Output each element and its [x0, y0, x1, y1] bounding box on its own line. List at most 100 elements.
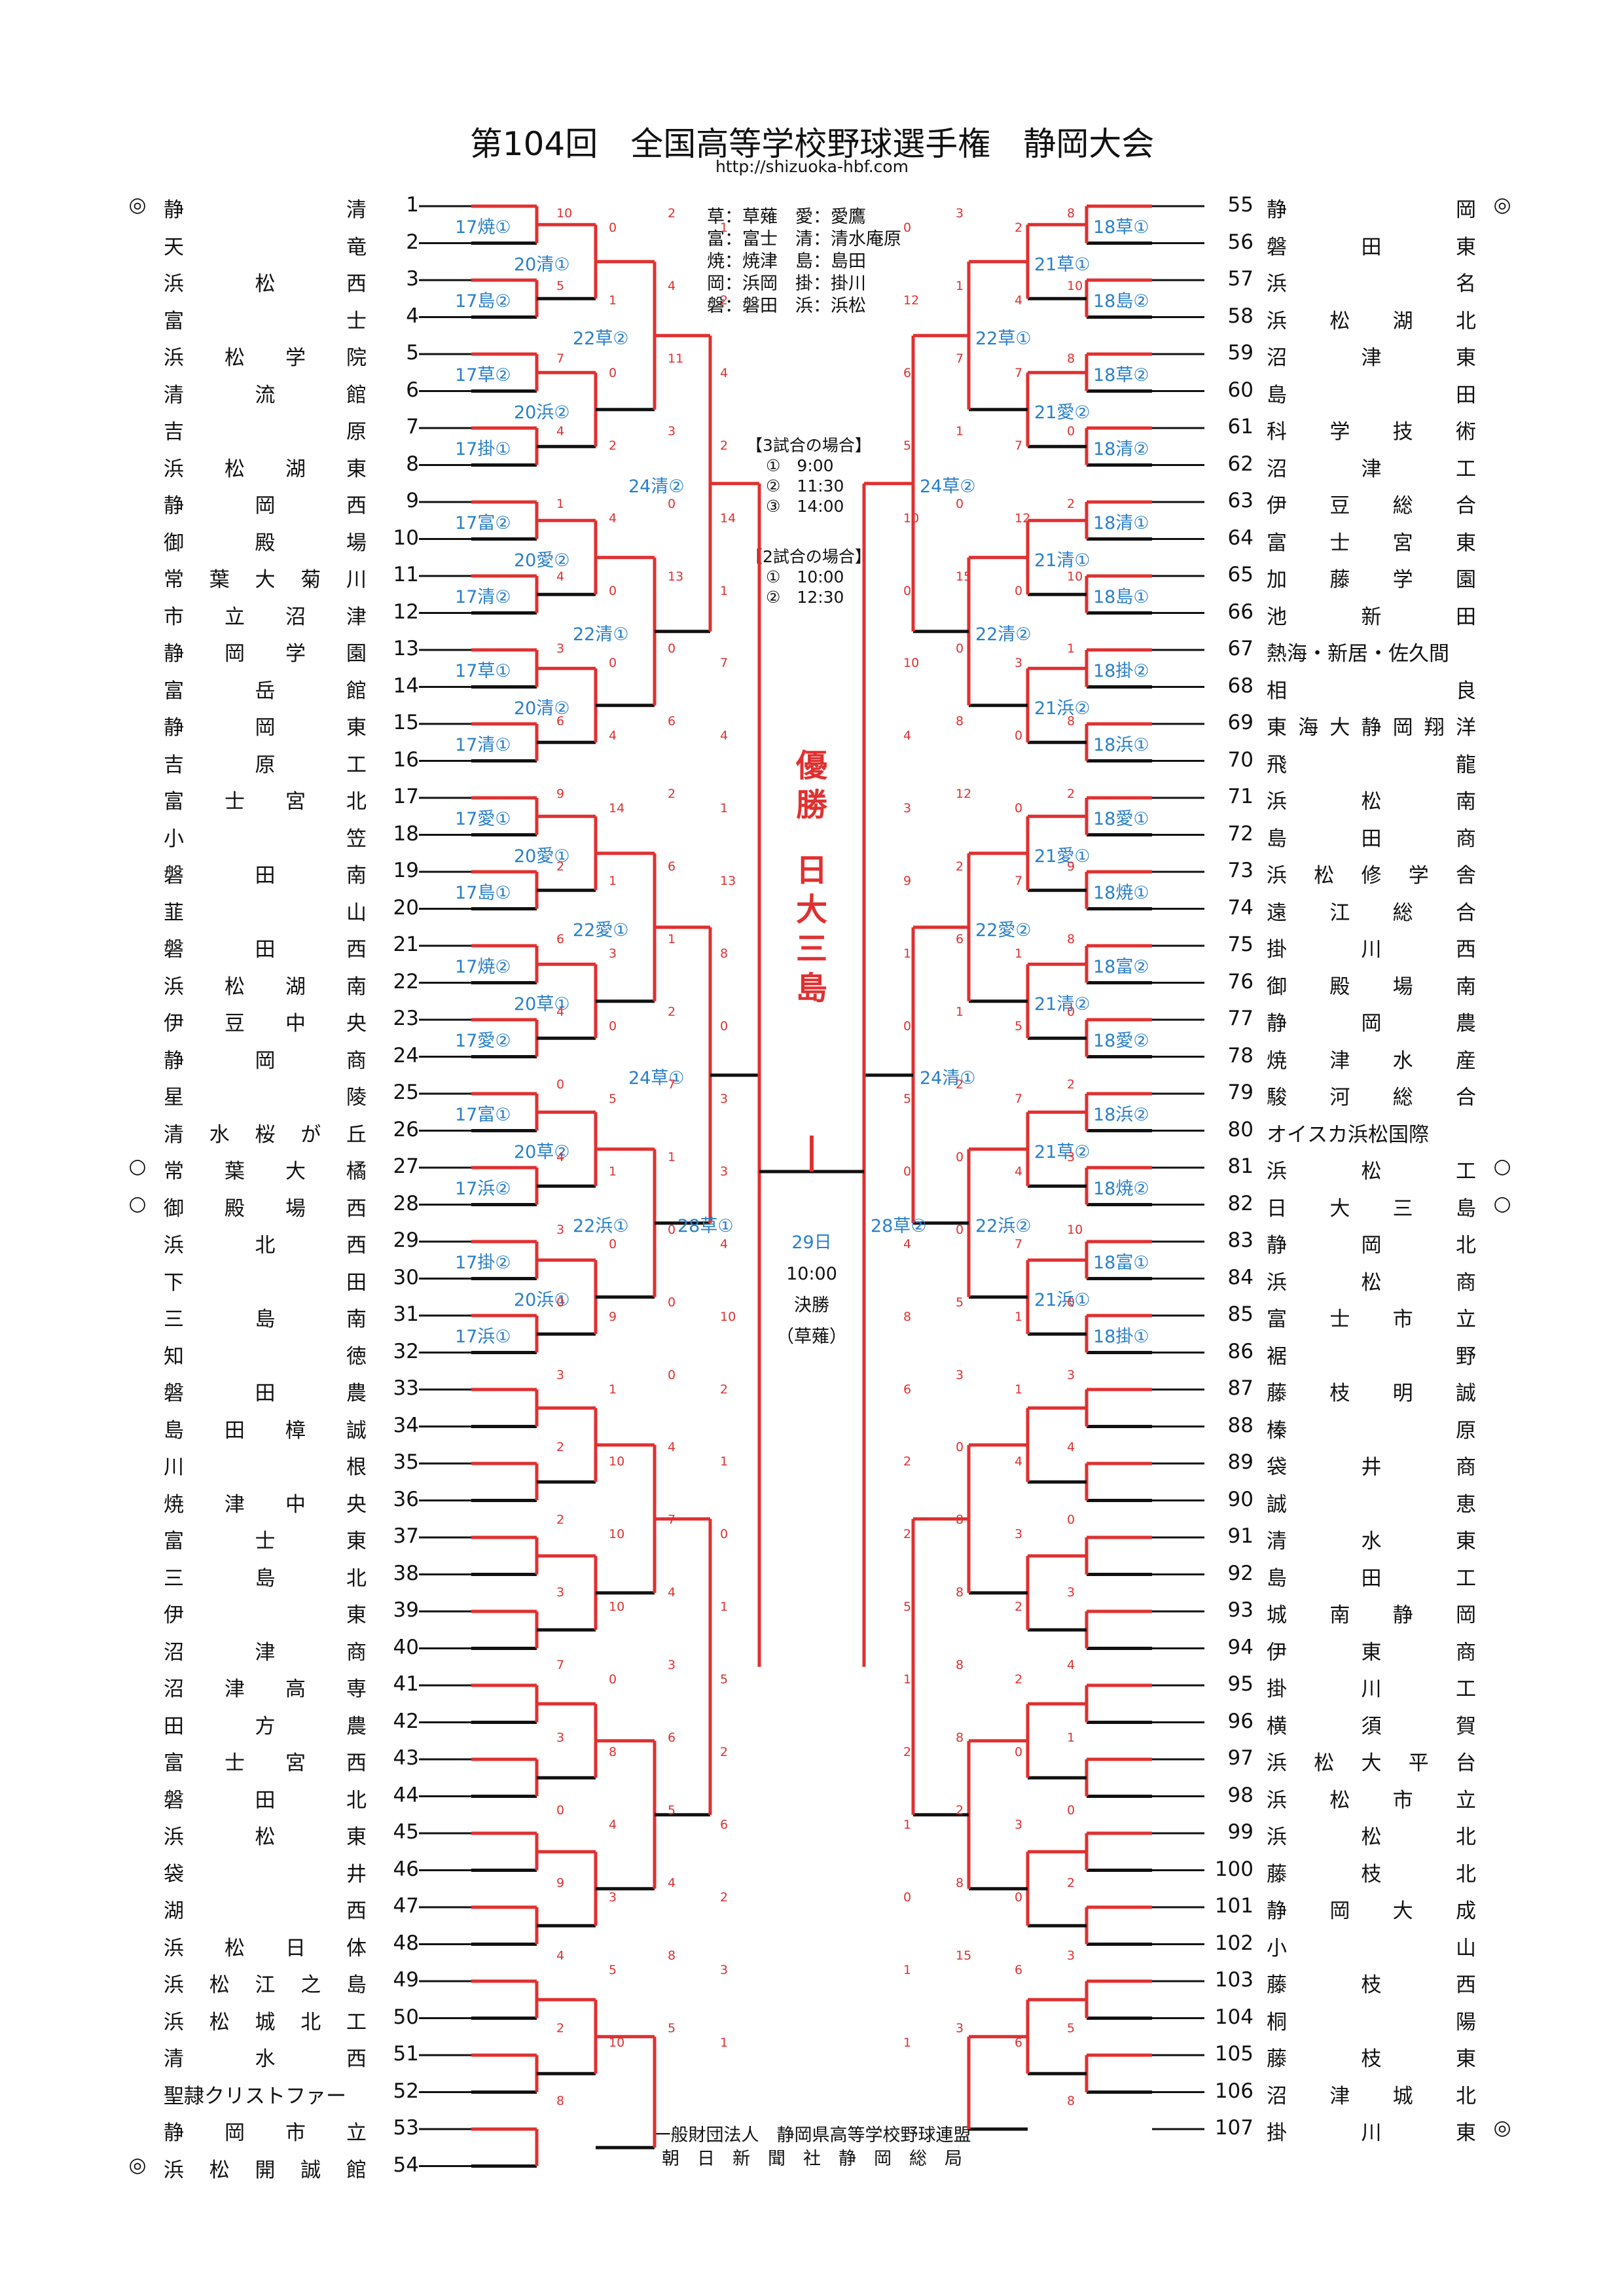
- team-name: 静清: [164, 198, 367, 222]
- score: 2: [556, 859, 565, 874]
- score: 6: [956, 932, 964, 947]
- team-name: 知徳: [164, 1344, 367, 1369]
- team-number: 52: [393, 2079, 419, 2103]
- score: 1: [720, 583, 729, 598]
- team-name: 三島北: [164, 1566, 367, 1590]
- match-label: 21愛①: [1034, 846, 1091, 867]
- team-number: 44: [393, 1783, 419, 1807]
- team-name: 御殿場: [164, 531, 367, 555]
- score: 5: [720, 1672, 729, 1687]
- seed-mark: ◎: [128, 193, 147, 217]
- score: 1: [903, 1962, 912, 1977]
- score: 10: [556, 206, 573, 221]
- team-number: 75: [1227, 933, 1254, 956]
- team-name: 榛原: [1267, 1418, 1476, 1443]
- team-number: 35: [393, 1450, 419, 1474]
- score: 1: [668, 932, 676, 947]
- team-name: 浜松湖東: [164, 457, 367, 481]
- score: 3: [1015, 1527, 1023, 1542]
- score: 0: [720, 1527, 729, 1542]
- score: 9: [556, 787, 565, 802]
- score: 2: [720, 1382, 729, 1397]
- champion-label: 優勝: [795, 747, 827, 823]
- score: 2: [720, 438, 729, 453]
- team-number: 92: [1227, 1561, 1254, 1585]
- team-name: 科学技術: [1267, 420, 1476, 444]
- team-number: 40: [393, 1635, 419, 1659]
- score: 4: [1015, 1454, 1023, 1469]
- score: 15: [956, 569, 972, 584]
- team-number: 93: [1227, 1598, 1254, 1622]
- score: 7: [668, 1077, 676, 1092]
- team-name: 下田: [164, 1270, 367, 1295]
- match-label: 18清②: [1093, 439, 1149, 460]
- score: 2: [903, 1527, 912, 1542]
- score: 2: [556, 1440, 565, 1455]
- team-number: 60: [1227, 378, 1254, 402]
- match-label: 17島②: [455, 291, 511, 312]
- team-number: 43: [393, 1746, 419, 1770]
- team-number: 76: [1227, 969, 1254, 994]
- score: 4: [668, 1875, 676, 1890]
- team-number: 16: [393, 747, 419, 772]
- score: 5: [1015, 1018, 1023, 1033]
- score: 1: [556, 496, 565, 511]
- score: 1: [903, 1817, 912, 1832]
- score: 1: [720, 2035, 729, 2050]
- team-name: 浜松修学舎: [1267, 864, 1476, 888]
- match-label: 24清①: [920, 1067, 976, 1088]
- score: 5: [903, 438, 912, 453]
- team-number: 70: [1227, 747, 1254, 772]
- score: 4: [720, 728, 729, 744]
- match-label: 17掛②: [455, 1253, 511, 1274]
- team-name: 島田工: [1267, 1566, 1476, 1590]
- team-number: 31: [393, 1302, 419, 1326]
- score: 1: [609, 874, 617, 889]
- team-number: 8: [406, 452, 419, 476]
- team-name: 焼津水産: [1267, 1049, 1476, 1073]
- team-number: 20: [393, 895, 419, 920]
- team-name: 裾野: [1267, 1344, 1476, 1369]
- score: 0: [556, 1295, 565, 1310]
- score: 0: [609, 1236, 617, 1251]
- seed-mark: ◎: [1493, 193, 1511, 217]
- team-name: 湖西: [164, 1899, 367, 1923]
- final-venue: （草薙）: [776, 1327, 847, 1347]
- team-name: 熱海・新居・佐久間: [1267, 642, 1449, 666]
- team-number: 29: [393, 1229, 419, 1252]
- match-label: 21草②: [1034, 1141, 1091, 1162]
- team-name: 富岳館: [164, 679, 367, 703]
- site-url[interactable]: http://shizuoka-hbf.com: [715, 157, 909, 176]
- match-label: 22愛①: [573, 920, 629, 941]
- score: 8: [956, 714, 964, 729]
- team-name: 磐田西: [164, 938, 367, 961]
- match-label: 18浜①: [1093, 735, 1149, 756]
- team-name: 沼津工: [1267, 457, 1476, 481]
- champion-box: 優勝 日大三島: [785, 746, 838, 1008]
- team-number: 26: [393, 1117, 419, 1141]
- team-name: オイスカ浜松国際: [1267, 1122, 1429, 1147]
- score: 4: [556, 1149, 565, 1164]
- score: 4: [668, 278, 676, 293]
- team-number: 68: [1227, 673, 1254, 698]
- score: 5: [903, 1091, 912, 1106]
- team-name: 小山: [1267, 1936, 1476, 1960]
- match-label: 22浜①: [573, 1215, 629, 1236]
- team-name: 浜松商: [1267, 1270, 1476, 1295]
- team-number: 100: [1214, 1857, 1254, 1881]
- score: 14: [720, 511, 736, 526]
- score: 3: [609, 946, 617, 961]
- schedule-two-games: 【2試合の場合】 ① 10:00 ② 12:30: [746, 547, 890, 607]
- team-number: 103: [1214, 1968, 1254, 1992]
- score: 6: [903, 365, 912, 380]
- team-name: 川根: [164, 1456, 367, 1479]
- score: 0: [668, 1367, 676, 1382]
- team-number: 45: [393, 1820, 419, 1844]
- team-number: 34: [393, 1413, 419, 1437]
- score: 2: [1067, 1077, 1075, 1092]
- organizer-line: 朝 日 新 聞 社 静 岡 総 局: [662, 2149, 962, 2169]
- match-label: 18島①: [1093, 587, 1149, 608]
- team-name: 聖隷クリストファー: [164, 2084, 346, 2108]
- team-number: 54: [393, 2153, 419, 2177]
- team-number: 42: [393, 1709, 419, 1733]
